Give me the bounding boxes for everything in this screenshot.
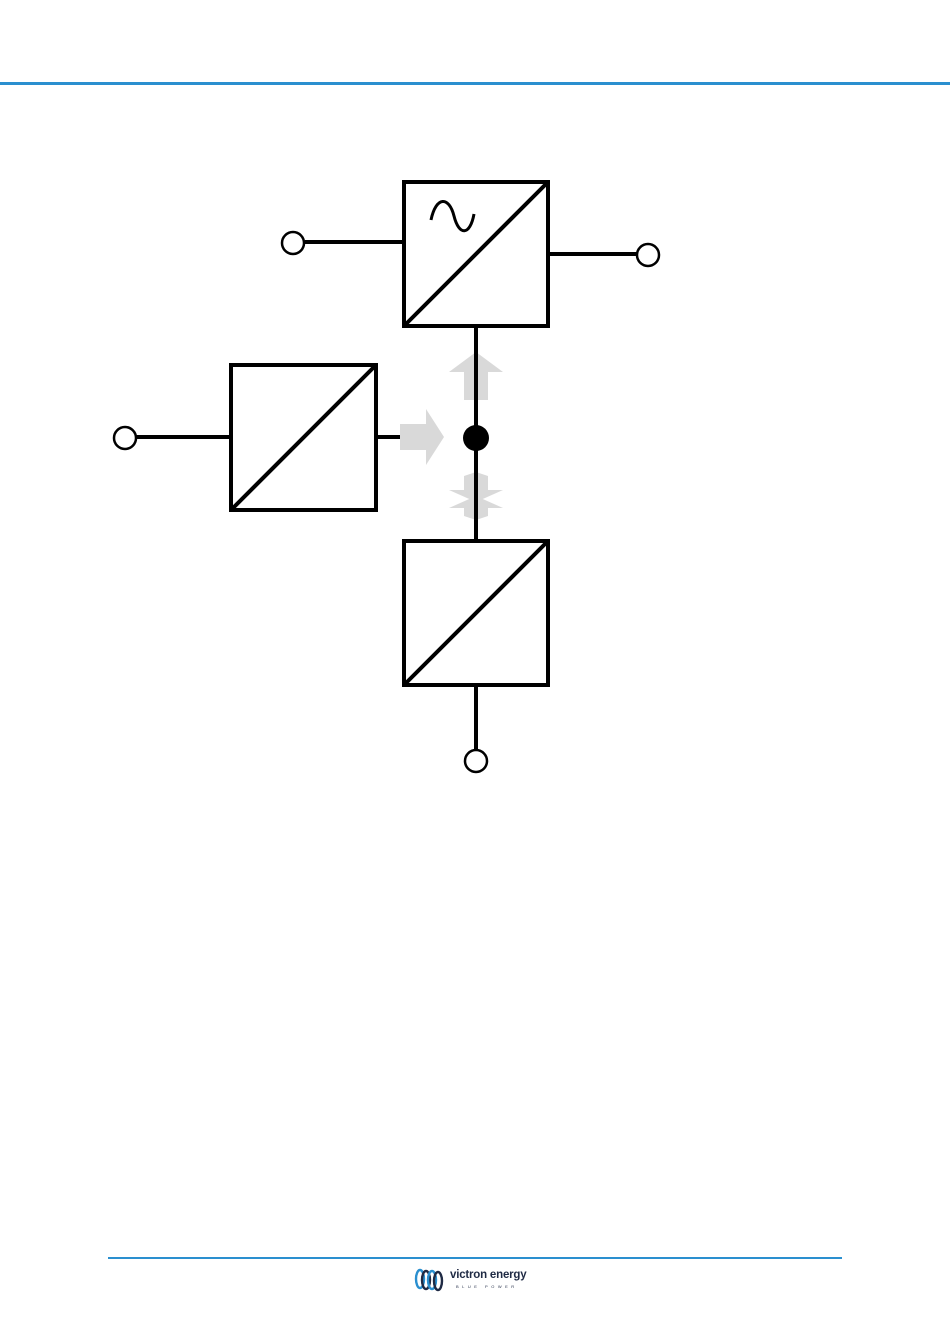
victron-swirl-icon (412, 1266, 446, 1294)
ac-sine-icon (431, 201, 474, 230)
victron-logo: victron energy BLUE POWER (412, 1266, 542, 1298)
ac-input-terminal (282, 232, 304, 254)
inverter-block (404, 182, 548, 326)
logo-name: victron energy (450, 1269, 526, 1281)
solar-charger-block (231, 365, 376, 510)
pv-input-terminal (114, 427, 136, 449)
ac-output-terminal (637, 244, 659, 266)
battery-terminal (465, 750, 487, 772)
battery-converter-block (404, 541, 548, 685)
dc-bus-junction (463, 425, 489, 451)
footer-rule (108, 1257, 842, 1259)
pv-to-bus-arrow (400, 409, 444, 465)
logo-tagline: BLUE POWER (456, 1284, 518, 1289)
